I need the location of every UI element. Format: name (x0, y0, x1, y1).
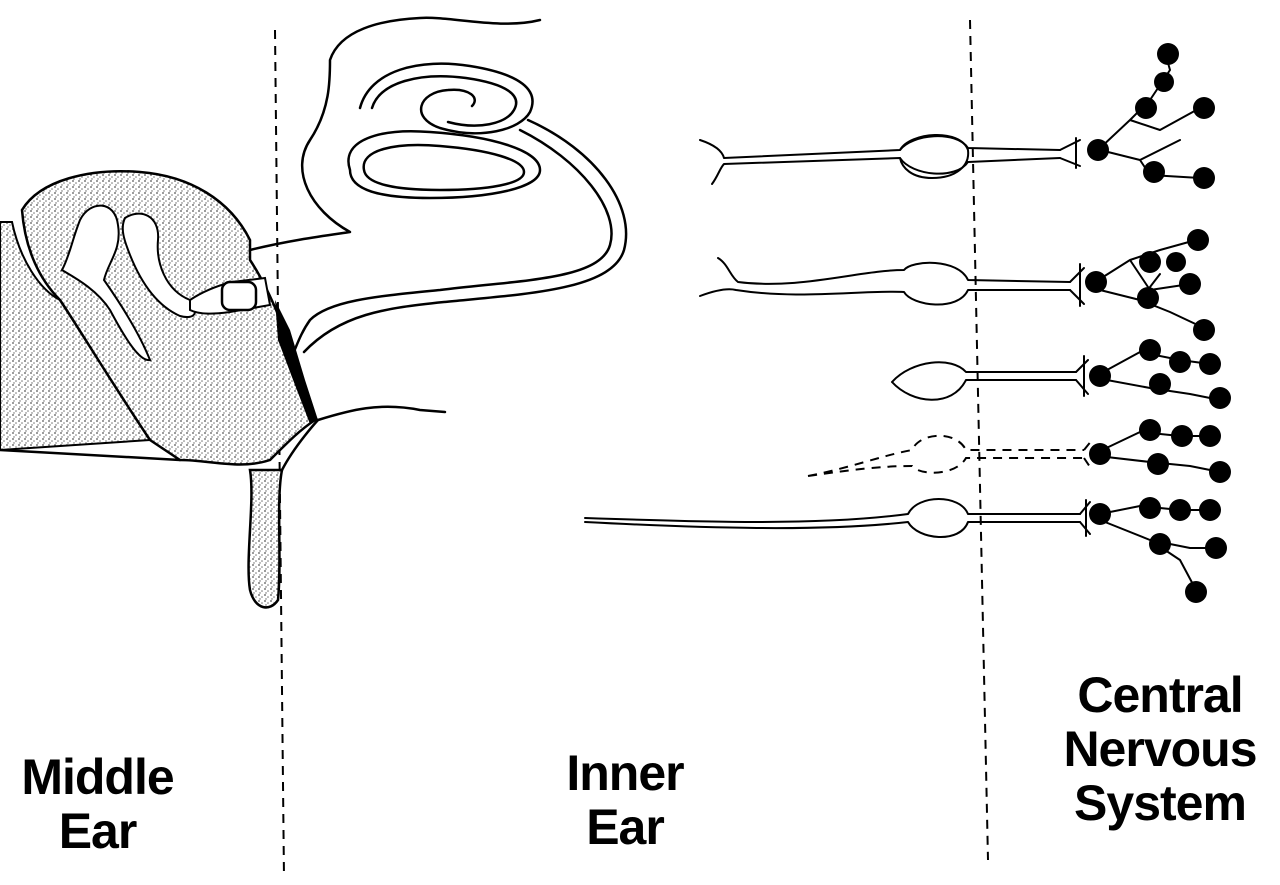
bouton (1139, 251, 1161, 273)
neuron-5 (585, 499, 1090, 537)
cochlea-spiral-tail (292, 130, 612, 356)
bouton (1143, 161, 1165, 183)
bouton (1187, 229, 1209, 251)
bouton (1087, 139, 1109, 161)
neuron-1-terminal (1060, 138, 1080, 168)
oval-window (222, 282, 256, 310)
cochlea-spiral-tail-inner (304, 120, 626, 352)
synapse-cluster-3 (1089, 339, 1231, 409)
bouton (1089, 443, 1111, 465)
bouton (1199, 499, 1221, 521)
label-inner-ear: Inner Ear (525, 746, 725, 854)
neuron-2-terminal (1070, 264, 1084, 306)
middle-ear-anatomy (0, 171, 318, 607)
bouton (1135, 97, 1157, 119)
neuron-5-dendrite-lower (585, 522, 1080, 537)
bouton (1149, 373, 1171, 395)
bouton (1139, 339, 1161, 361)
bouton (1185, 581, 1207, 603)
cochlea-coil-lower (348, 131, 540, 198)
neuron-5-terminal (1080, 500, 1090, 536)
bouton (1089, 365, 1111, 387)
bouton (1139, 497, 1161, 519)
neuron-4-outline (808, 436, 1084, 476)
label-inner-ear-line-2: Ear (525, 800, 725, 854)
vestibule-outline (318, 407, 445, 420)
neuron-2-dendrite-lower (700, 289, 1070, 304)
synapse-cluster-4 (1089, 419, 1231, 483)
bouton (1137, 287, 1159, 309)
label-middle-ear-line-1: Middle (0, 750, 195, 804)
cochlea-coil-lower-inner (364, 145, 524, 190)
label-cns-line-2: Nervous (1040, 722, 1280, 776)
bouton (1169, 351, 1191, 373)
neuron-2-dendrite (718, 258, 1070, 284)
label-central-nervous-system: Central Nervous System (1040, 668, 1280, 830)
bouton (1089, 503, 1111, 525)
neuron-1-soma (900, 135, 968, 178)
neuron-3 (892, 356, 1088, 400)
bouton (1154, 72, 1174, 92)
bouton (1147, 453, 1169, 475)
bouton (1193, 319, 1215, 341)
bouton (1171, 425, 1193, 447)
label-cns-line-3: System (1040, 776, 1280, 830)
synapse-cluster-5 (1089, 497, 1227, 603)
bouton (1199, 353, 1221, 375)
neuron-5-dendrite (585, 499, 1080, 522)
label-cns-line-1: Central (1040, 668, 1280, 722)
bouton (1149, 533, 1171, 555)
bouton (1193, 167, 1215, 189)
bouton (1085, 271, 1107, 293)
eustachian-tube (249, 470, 282, 607)
bouton (1139, 419, 1161, 441)
bouton (1157, 43, 1179, 65)
auditory-neurons (585, 135, 1092, 537)
neuron-1 (700, 135, 1080, 184)
bouton (1209, 387, 1231, 409)
cns-synapse-clusters (1085, 43, 1231, 603)
bouton (1199, 425, 1221, 447)
label-middle-ear: Middle Ear (0, 750, 195, 858)
bouton (1205, 537, 1227, 559)
divider-inner-cns (970, 20, 988, 860)
synapse-cluster-1 (1087, 43, 1215, 189)
neuron-4-degenerated (808, 436, 1092, 476)
bouton (1179, 273, 1201, 295)
cochlea-duct-outer (250, 18, 540, 250)
neuron-3-terminal (1076, 356, 1088, 396)
neuron-1-dendrite-lower (712, 158, 1060, 184)
bouton (1166, 252, 1186, 272)
cochlea-coil-inner (372, 76, 516, 125)
label-inner-ear-line-1: Inner (525, 746, 725, 800)
label-middle-ear-line-2: Ear (0, 804, 195, 858)
synapse-cluster-2 (1085, 229, 1215, 341)
bouton (1193, 97, 1215, 119)
ear-canal-floor (0, 450, 180, 460)
neuron-1-dendrite (700, 136, 1060, 158)
neuron-3-soma (892, 362, 1076, 399)
cochlea-coil-upper (360, 64, 533, 134)
neuron-2 (700, 258, 1084, 306)
bouton (1209, 461, 1231, 483)
bouton (1169, 499, 1191, 521)
